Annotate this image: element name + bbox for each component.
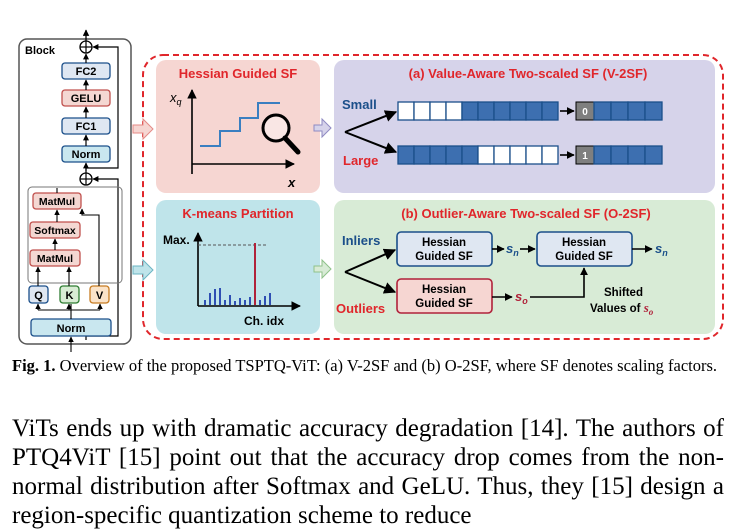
flagged-cell [610,145,629,165]
s-n-label-1: sn [506,241,519,258]
flagged-cell [627,101,646,121]
v2sf-title: (a) Value-Aware Two-scaled SF (V-2SF) [409,66,648,81]
s-n-label-2: sn [655,241,668,258]
softmax-label: Softmax [34,225,76,237]
inliers-label: Inliers [342,233,380,248]
block-diagram: Block FC2 GELU FC1 Norm MatMul Softmax M… [18,29,132,352]
hessian-y-axis-label: xq [169,90,182,107]
block-title: Block [25,45,56,57]
o2sf-title: (b) Outlier-Aware Two-scaled SF (O-2SF) [401,206,650,221]
value-cell [397,145,415,165]
value-cell [429,145,447,165]
method-figure: Block FC2 GELU FC1 Norm MatMul Softmax M… [18,29,724,352]
value-cell [541,145,559,165]
value-cell [429,101,447,121]
inlier-box-line1: Hessian [422,237,466,249]
value-cell [397,101,415,121]
matmul-top-label: MatMul [39,196,75,208]
large-flagged-row [593,145,663,165]
q-label: Q [34,290,43,302]
figure-caption: Fig. 1. Overview of the proposed TSPTQ-V… [12,356,724,376]
large-label: Large [343,153,378,168]
flagged-cell [593,101,612,121]
kmeans-panel-title: K-means Partition [182,206,293,221]
flagged-cell [644,101,663,121]
proposed-method-outline [142,54,724,340]
channel-bars [204,243,271,305]
flagged-cell [644,145,663,165]
quantization-staircase [200,102,280,147]
value-cell [509,101,527,121]
norm-top-label: Norm [72,149,101,161]
value-cell [493,101,511,121]
flagged-cell [593,145,612,165]
o2sf-panel: (b) Outlier-Aware Two-scaled SF (O-2SF) … [334,200,715,334]
connector-arrow-top [132,117,154,141]
caption-text: Overview of the proposed TSPTQ-ViT: (a) … [55,356,718,375]
gelu-label: GELU [71,93,102,105]
norm-bottom-label: Norm [57,323,86,335]
flagged-cell [627,145,646,165]
value-cell [477,145,495,165]
value-cell [493,145,511,165]
fc2-label: FC2 [76,66,97,78]
v2sf-panel: (a) Value-Aware Two-scaled SF (V-2SF) Sm… [334,60,715,193]
kmeans-y-axis-label: Max. [163,233,190,247]
s-o-label: so [515,289,528,306]
value-cell [461,145,479,165]
kmeans-panel: K-means Partition Max. Ch. idx [156,200,320,334]
v-label: V [96,290,104,302]
k-label: K [66,290,74,302]
value-cell [541,101,559,121]
value-cell [509,145,527,165]
flagged-cell [610,101,629,121]
value-cell [477,101,495,121]
shifted-line2: Values of so [590,300,654,317]
small-flagged-row [593,101,663,121]
caption-label: Fig. 1. [12,356,56,375]
outlier-box-line1: Hessian [422,284,466,296]
value-cell [461,101,479,121]
value-cell [445,145,463,165]
flag-small-value: 0 [582,107,588,118]
arrow-to-o2sf [313,258,332,280]
magnifier-icon [261,113,301,155]
outliers-label: Outliers [336,301,385,316]
hessian-panel: Hessian Guided SF xq x [156,60,320,193]
small-value-row [397,101,559,121]
outlier-box-line2: Guided SF [415,298,473,310]
value-cell [413,145,431,165]
shifted-line1: Shifted [604,287,643,299]
fc1-label: FC1 [76,121,97,133]
large-value-row [397,145,559,165]
value-cell [413,101,431,121]
body-paragraph: ViTs ends up with dramatic accuracy degr… [12,414,724,530]
body-paragraph-text: ViTs ends up with dramatic accuracy degr… [12,415,724,529]
small-label: Small [342,97,377,112]
flag-large-value: 1 [582,151,588,162]
arrow-to-v2sf [313,117,332,139]
right-box-line2: Guided SF [555,251,613,263]
matmul-bottom-label: MatMul [37,253,73,265]
hessian-panel-title: Hessian Guided SF [179,66,298,81]
hessian-x-axis-label: x [287,175,296,190]
value-cell [525,145,543,165]
kmeans-x-axis-label: Ch. idx [244,314,284,328]
right-box-line1: Hessian [562,237,606,249]
value-cell [525,101,543,121]
inlier-box-line2: Guided SF [415,251,473,263]
value-cell [445,101,463,121]
connector-arrow-bottom [132,258,154,282]
